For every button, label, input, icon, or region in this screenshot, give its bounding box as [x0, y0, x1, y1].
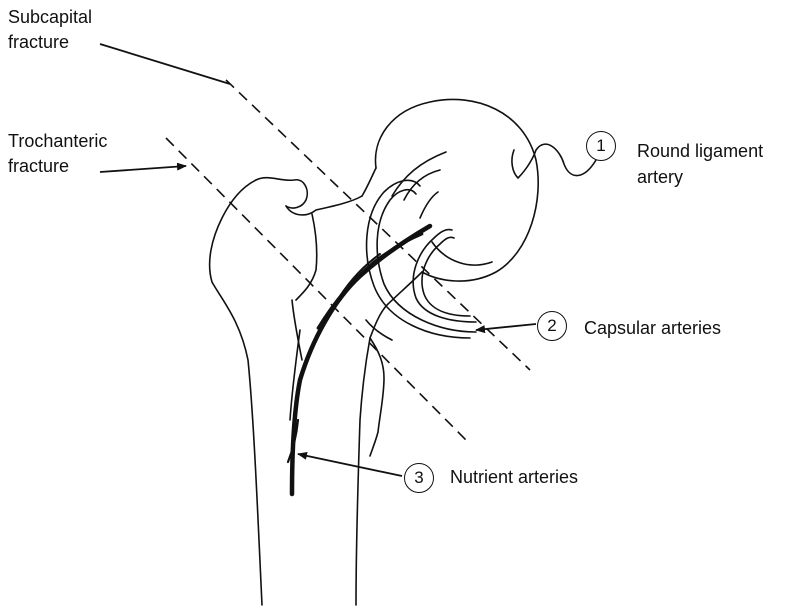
- trochanteric-fracture-label-line2: fracture: [8, 155, 69, 177]
- femoral-neck-inferior: [370, 272, 422, 338]
- capsular-pointer-arrow: [476, 324, 536, 330]
- round-ligament-artery-label-line2: artery: [637, 166, 683, 188]
- callout-number-1: 1: [586, 131, 616, 161]
- round-ligament-artery: [512, 144, 596, 178]
- capsular-artery-medial-inner: [422, 237, 470, 316]
- capsular-arteries-label: Capsular arteries: [584, 317, 721, 339]
- subcapital-fracture-line: [226, 80, 530, 370]
- femur-medial-outline: [356, 338, 370, 605]
- femoral-head-inner-contour: [432, 242, 492, 265]
- retinacular-branch-1: [392, 152, 446, 196]
- nutrient-artery-branch-upper: [318, 234, 422, 328]
- callout-number-2: 2: [537, 311, 567, 341]
- nutrient-artery-main: [292, 226, 430, 494]
- femoral-neck-superior: [362, 168, 376, 196]
- femoral-head: [375, 99, 538, 281]
- trochanteric-fracture-line: [166, 138, 466, 440]
- trochanter-inner-contour: [296, 214, 317, 300]
- trochanteric-fracture-label-line1: Trochanteric: [8, 130, 107, 152]
- subcapital-fracture-label-line2: fracture: [8, 31, 69, 53]
- nutrient-arteries-label: Nutrient arteries: [450, 466, 578, 488]
- subcapital-fracture-label-line1: Subcapital: [8, 6, 92, 28]
- retinacular-branch-3: [420, 192, 438, 218]
- subcapital-pointer: [100, 44, 230, 84]
- round-ligament-artery-label-line1: Round ligament: [637, 140, 763, 162]
- nutrient-pointer-arrow: [298, 454, 402, 476]
- trochanteric-pointer: [100, 166, 186, 172]
- callout-number-3: 3: [404, 463, 434, 493]
